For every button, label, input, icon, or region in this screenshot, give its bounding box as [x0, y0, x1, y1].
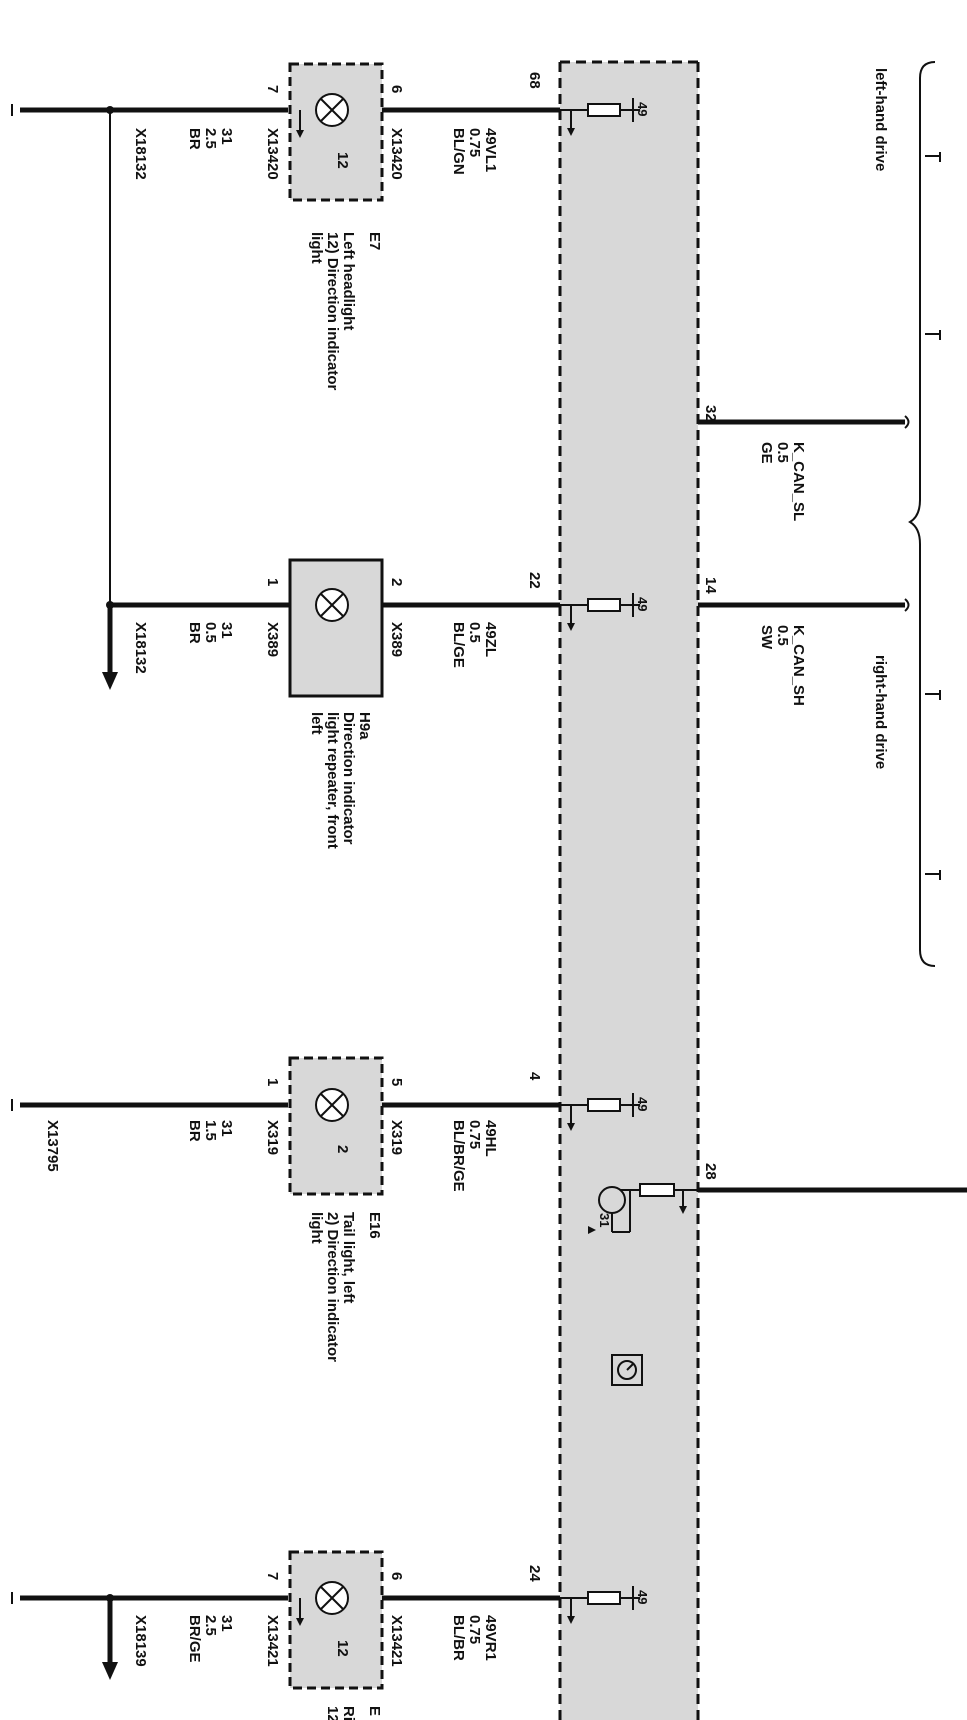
svg-text:0.75: 0.75 — [466, 128, 483, 157]
svg-text:12) Direction indicator: 12) Direction indicator — [324, 232, 341, 391]
lhd-label: left-hand drive — [872, 68, 889, 171]
svg-text:12: 12 — [334, 1640, 351, 1657]
svg-text:X13420: X13420 — [388, 128, 405, 180]
svg-text:31: 31 — [218, 128, 235, 145]
svg-text:GE: GE — [758, 442, 775, 464]
can-high-wire: 14 K_CAN_SH 0.5 SW — [698, 577, 910, 706]
svg-text:0.75: 0.75 — [466, 1120, 483, 1149]
svg-text:0.5: 0.5 — [202, 622, 219, 643]
svg-text:31: 31 — [218, 622, 235, 639]
svg-text:5: 5 — [388, 1078, 405, 1086]
pin-4: 4 — [526, 1072, 543, 1081]
svg-text:31: 31 — [218, 1615, 235, 1632]
pin-28-wire: 28 — [698, 1163, 967, 1193]
svg-text:0.5: 0.5 — [774, 442, 791, 463]
svg-text:BR/GE: BR/GE — [186, 1615, 203, 1663]
svg-text:X13421: X13421 — [264, 1615, 281, 1667]
svg-text:2) Direction indicator: 2) Direction indicator — [324, 1212, 341, 1362]
transistor-28: 31 — [588, 1183, 698, 1234]
svg-text:2.5: 2.5 — [202, 1615, 219, 1636]
svg-text:K_CAN_SH: K_CAN_SH — [790, 625, 807, 706]
svg-text:X13795: X13795 — [44, 1120, 61, 1172]
svg-text:0.75: 0.75 — [466, 1615, 483, 1644]
driver-22: 49 — [560, 593, 650, 631]
svg-text:BL/GN: BL/GN — [450, 128, 467, 175]
svg-text:X18132: X18132 — [132, 622, 149, 674]
svg-text:1.5: 1.5 — [202, 1120, 219, 1141]
svg-text:Left headlight: Left headlight — [340, 232, 357, 330]
pin-22: 22 — [526, 572, 543, 589]
svg-text:49ZL: 49ZL — [482, 622, 499, 657]
svg-text:6: 6 — [388, 1572, 405, 1580]
svg-text:2: 2 — [334, 1145, 351, 1153]
svg-text:31: 31 — [597, 1213, 612, 1227]
svg-text:X18132: X18132 — [132, 128, 149, 180]
driver-4: 49 — [560, 1093, 650, 1131]
svg-text:0.5: 0.5 — [466, 622, 483, 643]
drive-bracket — [908, 61, 936, 967]
svg-text:left: left — [308, 712, 325, 735]
svg-text:SW: SW — [758, 625, 775, 650]
svg-text:light: light — [308, 1212, 325, 1244]
component-e-right: 12 6 7 X13421 X13421 49VR1 0.75 BL/BR 31… — [11, 1550, 560, 1720]
svg-text:2: 2 — [388, 578, 405, 586]
svg-text:X13420: X13420 — [264, 128, 281, 180]
svg-text:BR: BR — [186, 1120, 203, 1142]
svg-text:1: 1 — [264, 1078, 281, 1086]
svg-text:H9a: H9a — [356, 712, 373, 740]
driver-24: 49 — [560, 1586, 650, 1624]
driver-68: 49 — [560, 98, 650, 136]
svg-text:light repeater, front: light repeater, front — [324, 712, 341, 849]
svg-text:49HL: 49HL — [482, 1120, 499, 1157]
svg-text:X389: X389 — [264, 622, 281, 657]
svg-text:BL/BR/GE: BL/BR/GE — [450, 1120, 467, 1192]
svg-text:X18139: X18139 — [132, 1615, 149, 1667]
svg-text:BR: BR — [186, 128, 203, 150]
svg-text:E7: E7 — [366, 232, 383, 250]
pin-24: 24 — [526, 1565, 543, 1582]
svg-text:X319: X319 — [388, 1120, 405, 1155]
svg-text:49: 49 — [635, 597, 650, 611]
svg-text:49: 49 — [635, 1590, 650, 1604]
svg-text:Ri: Ri — [340, 1706, 357, 1720]
control-module — [560, 62, 698, 1720]
svg-text:7: 7 — [264, 1572, 281, 1580]
svg-text:32: 32 — [702, 405, 719, 422]
svg-text:E: E — [366, 1706, 383, 1716]
svg-text:BR: BR — [186, 622, 203, 644]
svg-text:49: 49 — [635, 1097, 650, 1111]
pin-68: 68 — [526, 72, 543, 89]
svg-text:BL/GE: BL/GE — [450, 622, 467, 668]
rail-markers — [925, 152, 941, 880]
svg-text:1: 1 — [264, 578, 281, 586]
component-h9a: 2 1 X389 X389 49ZL 0.5 BL/GE 31 0.5 BR X… — [102, 558, 560, 849]
rhd-label: right-hand drive — [872, 655, 889, 769]
svg-text:7: 7 — [264, 85, 281, 93]
svg-text:X319: X319 — [264, 1120, 281, 1155]
svg-text:E16: E16 — [366, 1212, 383, 1239]
svg-text:14: 14 — [702, 577, 719, 594]
svg-text:49VL1: 49VL1 — [482, 128, 499, 172]
svg-text:X389: X389 — [388, 622, 405, 657]
svg-text:49VR1: 49VR1 — [482, 1615, 499, 1661]
module-icon — [611, 1354, 643, 1386]
svg-text:0.5: 0.5 — [774, 625, 791, 646]
svg-text:Direction indicator: Direction indicator — [340, 712, 357, 845]
svg-text:12: 12 — [334, 152, 351, 169]
svg-text:2.5: 2.5 — [202, 128, 219, 149]
svg-text:X13421: X13421 — [388, 1615, 405, 1667]
svg-text:light: light — [308, 232, 325, 264]
svg-text:28: 28 — [702, 1163, 719, 1180]
svg-text:49: 49 — [635, 102, 650, 116]
svg-text:Tail light, left: Tail light, left — [340, 1212, 357, 1303]
can-low-wire: 32 K_CAN_SL 0.5 GE — [698, 405, 910, 521]
svg-text:6: 6 — [388, 85, 405, 93]
svg-text:BL/BR: BL/BR — [450, 1615, 467, 1661]
component-e16: 2 5 1 X319 X319 49HL 0.75 BL/BR/GE 31 1.… — [11, 1056, 560, 1362]
svg-text:12: 12 — [324, 1706, 341, 1720]
svg-text:K_CAN_SL: K_CAN_SL — [790, 442, 807, 521]
svg-text:31: 31 — [218, 1120, 235, 1137]
component-e7: 12 6 7 X13420 X13420 49VL1 0.75 BL/GN 31… — [11, 62, 560, 391]
